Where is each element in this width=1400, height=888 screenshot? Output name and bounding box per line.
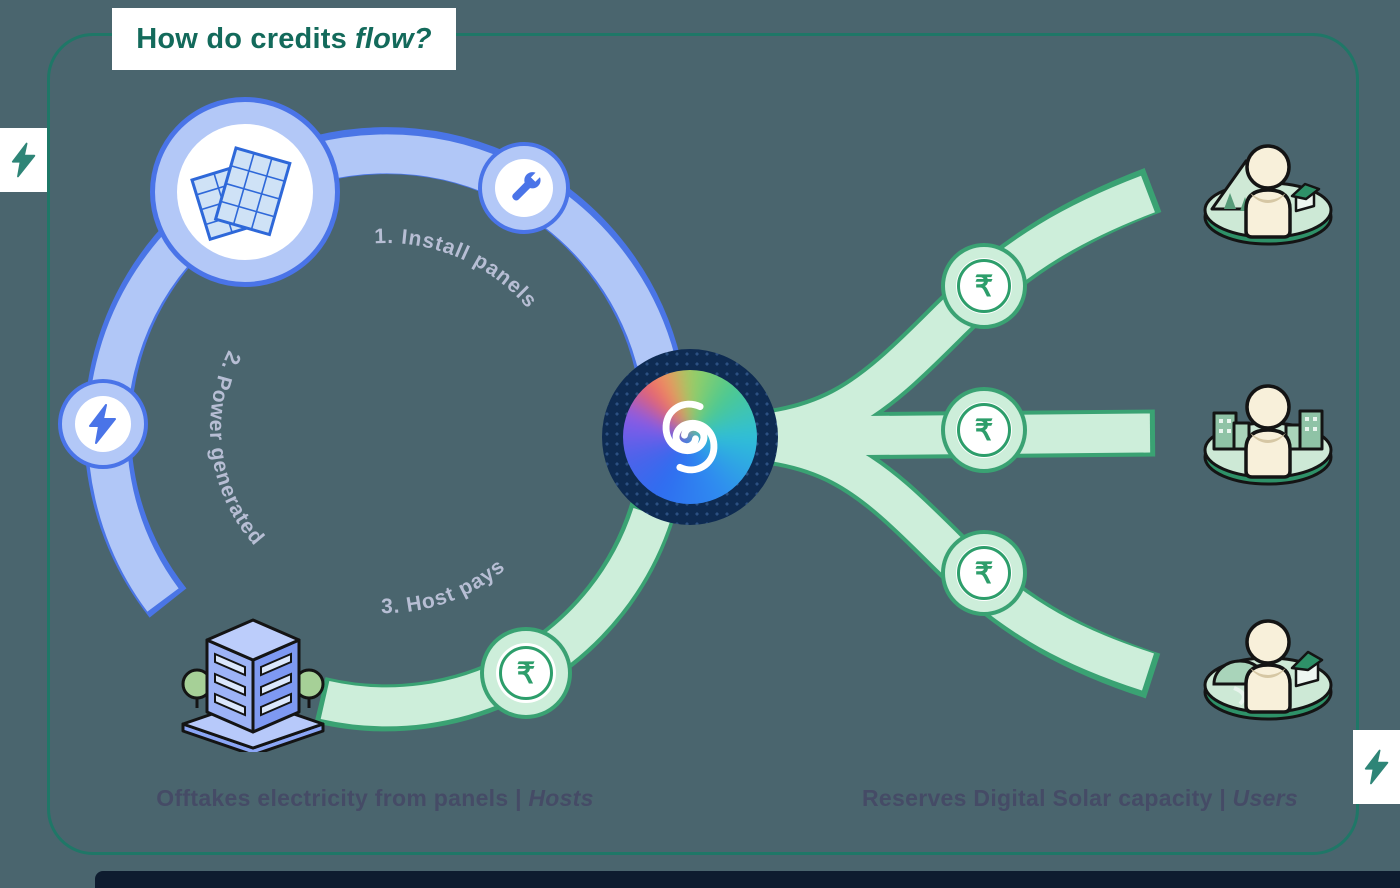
rupee-coin: ₹	[941, 387, 1027, 473]
users-caption: Reserves Digital Solar capacity |Users	[830, 785, 1330, 812]
step-3-label: 3. Host pays	[381, 554, 509, 618]
edge-tab-left	[0, 128, 47, 192]
frame-border	[47, 33, 1359, 855]
hosts-caption: Offtakes electricity from panels |Hosts	[110, 785, 640, 812]
user-city-island-icon	[1203, 384, 1333, 486]
rupee-icon: ₹	[957, 546, 1011, 600]
rupee-icon: ₹	[957, 259, 1011, 313]
hosts-caption-text: Offtakes electricity from panels |	[156, 785, 522, 811]
solar-panel-badge	[150, 97, 340, 287]
svg-text:2. Power generated: 2. Power generated	[205, 348, 269, 550]
rupee-coin: ₹	[941, 243, 1027, 329]
rupee-coin: ₹	[941, 530, 1027, 616]
step-2-label: 2. Power generated	[205, 348, 268, 550]
wrench-icon	[495, 159, 553, 217]
wrench-badge	[478, 142, 570, 234]
lightning-badge	[58, 379, 148, 469]
svg-text:3. Host pays: 3. Host pays	[381, 554, 510, 618]
solar-panels-icon	[177, 124, 313, 260]
rupee-coin: ₹	[480, 627, 572, 719]
users-caption-emphasis: Users	[1232, 785, 1298, 811]
rupee-icon: ₹	[499, 646, 553, 700]
user-rural-island-icon	[1203, 619, 1333, 721]
lightning-bolt-icon	[11, 142, 35, 178]
users-caption-text: Reserves Digital Solar capacity |	[862, 785, 1227, 811]
page-title-emphasis: flow?	[355, 22, 432, 55]
hosts-caption-emphasis: Hosts	[528, 785, 594, 811]
bottom-section-edge	[95, 871, 1400, 888]
brand-logo	[602, 349, 778, 525]
step-1-label: 1. Install panels	[374, 225, 541, 313]
user-mountain-island-icon	[1203, 144, 1333, 246]
edge-tab-right	[1353, 730, 1400, 804]
hosts-building-icon	[181, 618, 325, 752]
page-title-text: How do credits	[136, 22, 347, 55]
rupee-icon: ₹	[957, 403, 1011, 457]
lightning-bolt-icon	[75, 396, 131, 452]
lightning-bolt-icon	[1364, 749, 1388, 785]
brand-logo-mark-icon	[662, 400, 718, 474]
svg-text:1. Install panels: 1. Install panels	[374, 225, 542, 313]
